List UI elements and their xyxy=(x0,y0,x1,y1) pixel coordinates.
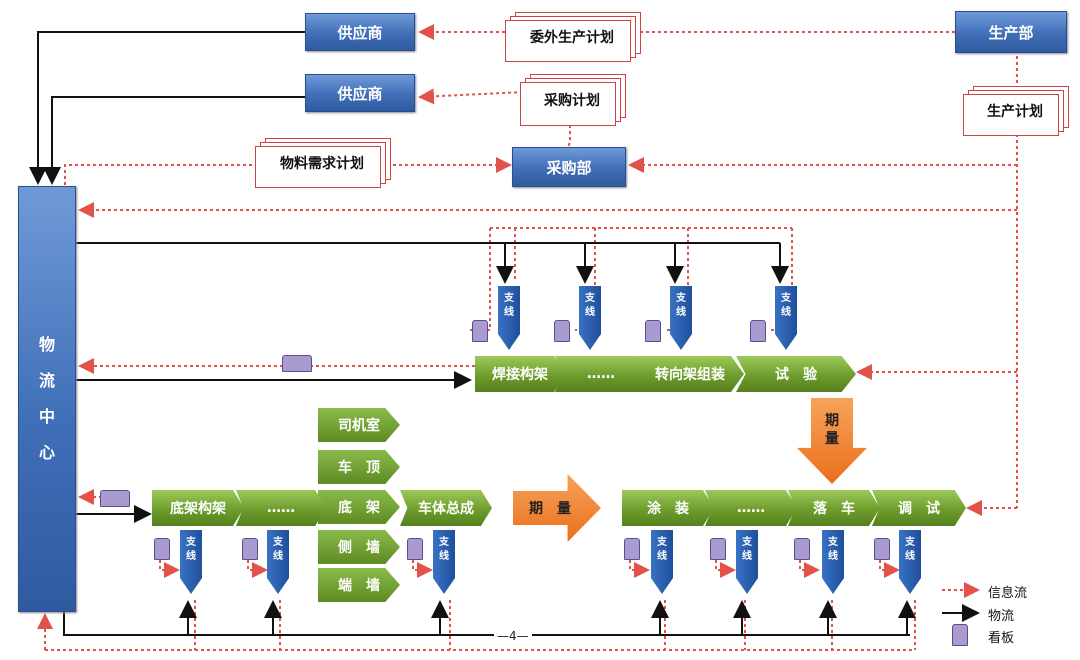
purchasing-dept-box: 采购部 xyxy=(512,147,626,187)
outsourcing-plan-doc: 委外生产计划 xyxy=(505,12,641,62)
upper-branch-line-2: 支线 xyxy=(579,286,601,350)
logistics-center-char-3: 中 xyxy=(38,407,55,426)
material-requirement-plan-doc: 物料需求计划 xyxy=(255,138,391,188)
body-part-roof: 车 顶 xyxy=(318,450,400,484)
upper-step-label-3: 转向架组装 xyxy=(655,367,725,383)
body-part-label-1: 司机室 xyxy=(338,418,380,434)
upper-step-label-1: 焊接构架 xyxy=(492,367,548,383)
supplier-box-2: 供应商 xyxy=(305,74,415,112)
purchase-plan-label: 采购计划 xyxy=(544,93,600,109)
lower-step-ellipsis-right: …… xyxy=(705,490,797,526)
purchase-plan-doc: 采购计划 xyxy=(520,74,626,126)
supplier-box-1: 供应商 xyxy=(305,13,415,51)
body-part-cab: 司机室 xyxy=(318,408,400,442)
upper-step-welding-frame: 焊接构架 xyxy=(475,356,565,392)
legend-kanban: 看板 xyxy=(988,631,1015,646)
upper-branch-line-3: 支线 xyxy=(670,286,692,350)
kanban-icon xyxy=(645,320,661,342)
kanban-icon xyxy=(242,538,258,560)
upper-step-label-2: …… xyxy=(587,366,615,382)
kanban-icon xyxy=(407,538,423,560)
kanban-icon xyxy=(154,538,170,560)
lower-left-label-1: 底架构架 xyxy=(170,501,226,517)
body-part-label-2: 车 顶 xyxy=(338,460,380,476)
body-part-label-5: 端 墙 xyxy=(338,578,380,594)
upper-branch-line-4: 支线 xyxy=(775,286,797,350)
kanban-icon xyxy=(282,355,312,372)
upper-branch-line-1: 支线 xyxy=(498,286,520,350)
lower-right-label-2: …… xyxy=(737,500,765,516)
production-dept-label: 生产部 xyxy=(988,23,1034,42)
production-dept-box: 生产部 xyxy=(955,11,1067,53)
upper-step-label-4: 试 验 xyxy=(775,367,817,383)
body-part-side-wall: 侧 墙 xyxy=(318,530,400,564)
outsourcing-plan-label: 委外生产计划 xyxy=(530,30,614,46)
upper-step-test: 试 验 xyxy=(736,356,856,392)
material-requirement-plan-label: 物料需求计划 xyxy=(280,156,364,172)
kanban-icon xyxy=(874,538,890,560)
lower-branch-line-2: 支线 xyxy=(267,530,289,594)
kanban-icon xyxy=(750,320,766,342)
body-part-end-wall: 端 墙 xyxy=(318,568,400,602)
lower-branch-line-4: 支线 xyxy=(651,530,673,594)
body-part-underframe: 底 架 xyxy=(318,490,400,524)
kanban-icon xyxy=(624,538,640,560)
legend-info-flow: 信息流 xyxy=(988,586,1028,601)
period-char-1: 期 xyxy=(825,413,839,429)
logistics-center-char-4: 心 xyxy=(38,443,55,462)
lower-step-painting: 涂 装 xyxy=(622,490,714,526)
period-char-2: 量 xyxy=(825,431,839,447)
kanban-icon xyxy=(710,538,726,560)
legend-kanban-icon xyxy=(952,624,968,646)
upper-step-ellipsis: …… xyxy=(555,356,647,392)
legend-material-flow: 物流 xyxy=(988,609,1015,624)
supplier-label-1: 供应商 xyxy=(337,23,383,42)
body-assembly-step: 车体总成 xyxy=(400,490,492,526)
lower-branch-line-1: 支线 xyxy=(180,530,202,594)
page-number: —4— xyxy=(494,629,532,643)
lower-right-label-1: 涂 装 xyxy=(647,501,689,517)
logistics-center-char-2: 流 xyxy=(38,371,55,390)
body-part-label-3: 底 架 xyxy=(338,500,380,516)
lower-branch-line-6: 支线 xyxy=(822,530,844,594)
body-assembly-label: 车体总成 xyxy=(418,501,474,517)
lower-step-underframe-frame: 底架构架 xyxy=(152,490,244,526)
lower-branch-line-5: 支线 xyxy=(736,530,758,594)
kanban-icon xyxy=(554,320,570,342)
lower-step-commissioning: 调 试 xyxy=(872,490,966,526)
supplier-label-2: 供应商 xyxy=(337,84,383,103)
lower-branch-line-7: 支线 xyxy=(899,530,921,594)
period-label-horizontal: 期 量 xyxy=(529,501,571,517)
lower-left-label-2: …… xyxy=(267,500,295,516)
kanban-icon xyxy=(100,490,130,507)
lower-right-label-4: 调 试 xyxy=(898,501,940,517)
lower-right-label-3: 落 车 xyxy=(813,501,855,517)
lower-step-ellipsis-left: …… xyxy=(236,490,326,526)
logistics-center-box: 物 流 中 心 xyxy=(18,186,76,612)
production-plan-doc: 生产计划 xyxy=(963,86,1069,136)
upper-step-bogie-assembly: 转向架组装 xyxy=(636,356,744,392)
kanban-icon xyxy=(794,538,810,560)
lower-step-car-lowering: 落 车 xyxy=(788,490,880,526)
logistics-center-char-1: 物 xyxy=(38,335,55,354)
kanban-icon xyxy=(472,320,488,342)
body-part-label-4: 侧 墙 xyxy=(338,540,380,556)
purchasing-dept-label: 采购部 xyxy=(546,158,592,177)
lower-branch-line-3: 支线 xyxy=(433,530,455,594)
production-plan-label: 生产计划 xyxy=(987,104,1043,120)
